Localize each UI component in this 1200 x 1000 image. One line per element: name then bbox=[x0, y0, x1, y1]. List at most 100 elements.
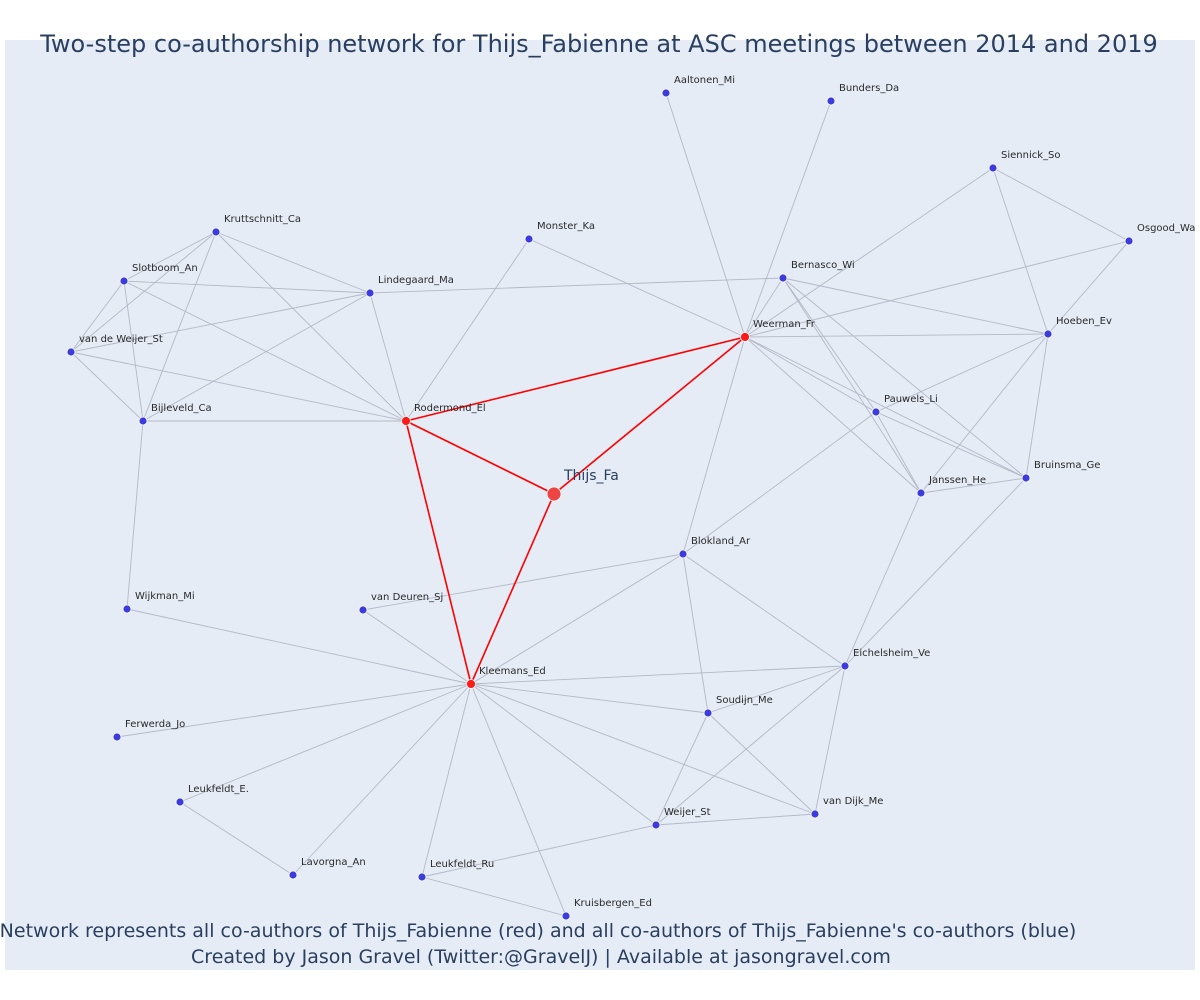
node-osgood-wa[interactable] bbox=[1124, 236, 1134, 246]
node-label-rodermond-el: Rodermond_El bbox=[414, 403, 486, 414]
chart-title: Two-step co-authorship network for Thijs… bbox=[39, 30, 1158, 58]
node-ferwerda-jo[interactable] bbox=[112, 732, 122, 742]
edge-kleemans-ed-weijer-st bbox=[470, 683, 657, 826]
node-bunders-da[interactable] bbox=[826, 96, 836, 106]
node-label-van-dijk-me: van Dijk_Me bbox=[823, 796, 883, 807]
edge-kleemans-ed-van-dijk-me bbox=[470, 683, 816, 815]
edge-osgood-wa-weerman-fr bbox=[744, 240, 1130, 338]
node-label-lavorgna-an: Lavorgna_An bbox=[301, 857, 366, 868]
edge-monster-ka-weerman-fr bbox=[528, 238, 746, 338]
node-label-bernasco-wi: Bernasco_Wi bbox=[791, 260, 855, 271]
edge-wijkman-mi-kleemans-ed bbox=[126, 608, 472, 685]
node-weerman-fr[interactable] bbox=[740, 332, 750, 342]
node-label-soudijn-me: Soudijn_Me bbox=[716, 695, 773, 706]
edge-kruttschnitt-ca-bijleveld-ca bbox=[142, 231, 217, 422]
edge-janssen-he-bruinsma-ge bbox=[920, 477, 1027, 494]
edge-aaltonen-mi-weerman-fr bbox=[665, 92, 746, 338]
edge-bunders-da-weerman-fr bbox=[744, 100, 832, 338]
edge-bijleveld-ca-wijkman-mi bbox=[126, 420, 144, 610]
node-label-bruinsma-ge: Bruinsma_Ge bbox=[1034, 460, 1100, 471]
node-bijleveld-ca[interactable] bbox=[138, 416, 148, 426]
node-blokland-ar[interactable] bbox=[678, 549, 688, 559]
node-siennick-so[interactable] bbox=[988, 163, 998, 173]
edge-van-de-weijer-st-bijleveld-ca bbox=[70, 351, 144, 422]
node-lavorgna-an[interactable] bbox=[288, 870, 298, 880]
node-label-van-de-weijer-st: van de Weijer_St bbox=[79, 334, 163, 345]
node-monster-ka[interactable] bbox=[524, 234, 534, 244]
node-label-kruisbergen-ed: Kruisbergen_Ed bbox=[574, 898, 652, 909]
node-label-siennick-so: Siennick_So bbox=[1001, 150, 1061, 161]
node-label-leukfeldt-ru: Leukfeldt_Ru bbox=[430, 859, 494, 870]
edge-janssen-he-eichelsheim-ve bbox=[844, 492, 922, 667]
node-pauwels-li[interactable] bbox=[871, 407, 881, 417]
node-label-blokland-ar: Blokland_Ar bbox=[691, 536, 751, 547]
node-soudijn-me[interactable] bbox=[703, 708, 713, 718]
node-van-de-weijer-st[interactable] bbox=[66, 347, 76, 357]
edge-bernasco-wi-pauwels-li bbox=[782, 277, 877, 413]
node-bruinsma-ge[interactable] bbox=[1021, 473, 1031, 483]
edge-kleemans-ed-eichelsheim-ve bbox=[470, 665, 846, 685]
node-label-kruttschnitt-ca: Kruttschnitt_Ca bbox=[224, 214, 301, 225]
node-label-hoeben-ev: Hoeben_Ev bbox=[1056, 316, 1112, 327]
edge-thijs-fa-kleemans-ed bbox=[470, 493, 555, 685]
node-label-lindegaard-ma: Lindegaard_Ma bbox=[378, 275, 454, 286]
edge-weerman-fr-janssen-he bbox=[744, 336, 922, 494]
node-label-bijleveld-ca: Bijleveld_Ca bbox=[151, 403, 212, 414]
edge-siennick-so-hoeben-ev bbox=[992, 167, 1049, 335]
node-lindegaard-ma[interactable] bbox=[365, 288, 375, 298]
edge-kleemans-ed-ferwerda-jo bbox=[116, 683, 472, 738]
node-kruttschnitt-ca[interactable] bbox=[211, 227, 221, 237]
node-label-osgood-wa: Osgood_Wa bbox=[1137, 223, 1195, 234]
node-weijer-st[interactable] bbox=[651, 820, 661, 830]
edge-van-de-weijer-st-lindegaard-ma bbox=[70, 292, 371, 353]
edge-kleemans-ed-soudijn-me bbox=[470, 683, 709, 714]
node-layer bbox=[66, 88, 1134, 921]
node-thijs-fa[interactable] bbox=[546, 486, 562, 502]
edge-leukfeldt-e-lavorgna-an bbox=[179, 801, 294, 876]
edge-pauwels-li-janssen-he bbox=[875, 411, 922, 494]
edge-slotboom-an-lindegaard-ma bbox=[123, 280, 371, 294]
edge-pauwels-li-bruinsma-ge bbox=[875, 411, 1027, 479]
node-janssen-he[interactable] bbox=[916, 488, 926, 498]
node-leukfeldt-e[interactable] bbox=[175, 797, 185, 807]
node-kleemans-ed[interactable] bbox=[466, 679, 476, 689]
node-label-eichelsheim-ve: Eichelsheim_Ve bbox=[853, 648, 930, 659]
caption-line-1: Network represents all co-authors of Thi… bbox=[0, 920, 1076, 942]
node-wijkman-mi[interactable] bbox=[122, 604, 132, 614]
node-leukfeldt-ru[interactable] bbox=[417, 872, 427, 882]
node-hoeben-ev[interactable] bbox=[1043, 329, 1053, 339]
node-label-weijer-st: Weijer_St bbox=[664, 807, 711, 818]
edge-weerman-fr-hoeben-ev bbox=[744, 333, 1049, 338]
node-van-dijk-me[interactable] bbox=[810, 809, 820, 819]
node-label-aaltonen-mi: Aaltonen_Mi bbox=[674, 75, 735, 86]
edge-siennick-so-osgood-wa bbox=[992, 167, 1130, 242]
node-van-deuren-sj[interactable] bbox=[358, 605, 368, 615]
edge-slotboom-an-van-de-weijer-st bbox=[70, 280, 125, 353]
edge-kleemans-ed-leukfeldt-ru bbox=[421, 683, 472, 878]
edge-van-deuren-sj-kleemans-ed bbox=[362, 609, 472, 685]
caption-line-2: Created by Jason Gravel (Twitter:@Gravel… bbox=[191, 946, 891, 968]
edge-weijer-st-leukfeldt-ru bbox=[421, 824, 657, 878]
edge-weerman-fr-blokland-ar bbox=[682, 336, 746, 555]
edge-rodermond-el-kleemans-ed bbox=[405, 420, 472, 685]
node-slotboom-an[interactable] bbox=[119, 276, 129, 286]
node-label-thijs-fa: Thijs_Fa bbox=[563, 468, 619, 484]
edge-bijleveld-ca-lindegaard-ma bbox=[142, 292, 371, 422]
edge-pauwels-li-blokland-ar bbox=[682, 411, 877, 555]
node-aaltonen-mi[interactable] bbox=[661, 88, 671, 98]
edge-blokland-ar-soudijn-me bbox=[682, 553, 709, 714]
edge-monster-ka-rodermond-el bbox=[405, 238, 530, 422]
edge-eichelsheim-ve-van-dijk-me bbox=[814, 665, 846, 815]
node-rodermond-el[interactable] bbox=[401, 416, 411, 426]
node-eichelsheim-ve[interactable] bbox=[840, 661, 850, 671]
node-kruisbergen-ed[interactable] bbox=[561, 911, 571, 921]
edge-soudijn-me-weijer-st bbox=[655, 712, 709, 826]
node-label-monster-ka: Monster_Ka bbox=[537, 221, 595, 232]
node-label-van-deuren-sj: van Deuren_Sj bbox=[371, 592, 443, 603]
edge-bernasco-wi-hoeben-ev bbox=[782, 277, 1049, 335]
edge-blokland-ar-eichelsheim-ve bbox=[682, 553, 846, 667]
edge-weerman-fr-pauwels-li bbox=[744, 336, 877, 413]
node-bernasco-wi[interactable] bbox=[778, 273, 788, 283]
node-label-janssen-he: Janssen_He bbox=[928, 475, 986, 486]
